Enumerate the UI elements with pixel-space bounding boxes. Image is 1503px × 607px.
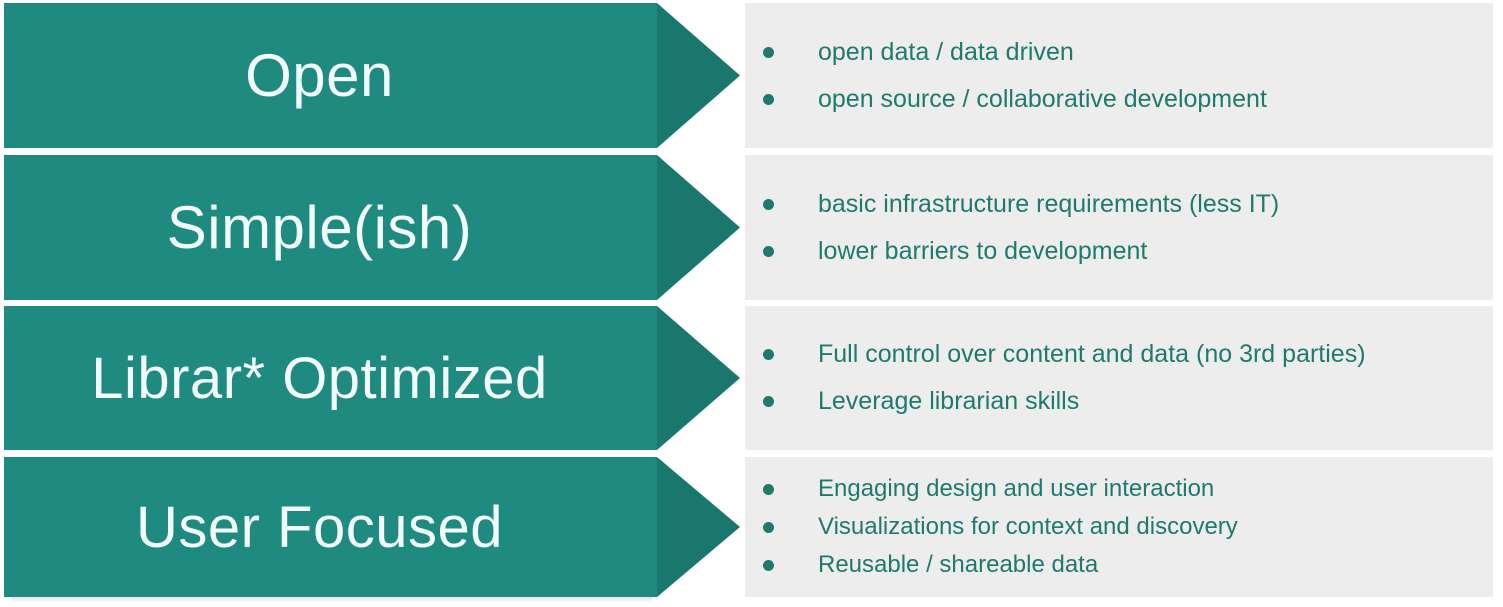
bullet-dot-icon (763, 93, 774, 105)
bullet-dot-icon (763, 521, 774, 533)
bullet-dot-icon (763, 396, 774, 407)
bullet-text: Reusable / shareable data (818, 551, 1099, 578)
chevron-body (4, 155, 657, 300)
chevron-open[interactable]: Open (4, 3, 740, 148)
detail-panel-simple: basic infrastructure requirements (less … (745, 155, 1493, 300)
chevron-arrowhead-icon (657, 155, 740, 300)
bullet-text: Full control over content and data (no 3… (818, 340, 1366, 368)
detail-panel-library-optimized: Full control over content and data (no 3… (745, 306, 1493, 450)
chevron-library-optimized[interactable]: Librar* Optimized (4, 306, 740, 450)
detail-panel-user-focused: Engaging design and user interaction Vis… (745, 457, 1493, 597)
principle-row-open: Open open data / data driven open source… (0, 3, 1503, 148)
bullet-text: open source / collaborative development (818, 84, 1267, 113)
bullet-dot-icon (763, 559, 774, 571)
bullet-text: Visualizations for context and discovery (818, 513, 1238, 540)
principle-row-library-optimized: Librar* Optimized Full control over cont… (0, 306, 1503, 450)
list-item: Engaging design and user interaction (763, 477, 1493, 501)
chevron-body (4, 457, 657, 597)
list-item: open source / collaborative development (763, 84, 1493, 113)
chevron-label-user-focused: User Focused (135, 494, 504, 560)
bullet-dot-icon (763, 349, 774, 360)
list-item: basic infrastructure requirements (less … (763, 189, 1493, 218)
bullet-dot-icon (763, 198, 774, 210)
chevron-label-open: Open (245, 42, 394, 109)
detail-panel-open: open data / data driven open source / co… (745, 3, 1493, 148)
list-item: Reusable / shareable data (763, 553, 1493, 577)
bullet-text: lower barriers to development (818, 236, 1148, 265)
list-item: Full control over content and data (no 3… (763, 342, 1493, 367)
chevron-label-simple: Simple(ish) (166, 194, 473, 261)
chevron-user-focused[interactable]: User Focused (4, 457, 740, 603)
chevron-label-library-optimized: Librar* Optimized (91, 345, 548, 411)
list-item: lower barriers to development (763, 236, 1493, 265)
bullet-text: open data / data driven (818, 37, 1074, 66)
bullet-list-library-optimized: Full control over content and data (no 3… (745, 306, 1493, 450)
bullet-text: basic infrastructure requirements (less … (818, 189, 1280, 218)
principle-row-user-focused: User Focused Engaging design and user in… (0, 457, 1503, 603)
list-item: open data / data driven (763, 37, 1493, 66)
bullet-text: Engaging design and user interaction (818, 475, 1215, 502)
bullet-dot-icon (763, 483, 774, 495)
list-item: Leverage librarian skills (763, 389, 1493, 414)
chevron-simple[interactable]: Simple(ish) (4, 155, 740, 300)
bullet-dot-icon (763, 245, 774, 257)
chevron-body (4, 3, 657, 148)
chevron-body (4, 306, 657, 450)
chevron-arrowhead-icon (657, 457, 740, 597)
chevron-arrowhead-icon (657, 306, 740, 450)
bullet-list-simple: basic infrastructure requirements (less … (745, 155, 1493, 300)
list-item: Visualizations for context and discovery (763, 515, 1493, 539)
bullet-text: Leverage librarian skills (818, 387, 1080, 415)
bullet-dot-icon (763, 46, 774, 58)
principle-row-simple: Simple(ish) basic infrastructure require… (0, 155, 1503, 300)
drop-shadow (12, 597, 652, 603)
bullet-list-user-focused: Engaging design and user interaction Vis… (745, 457, 1493, 597)
bullet-list-open: open data / data driven open source / co… (745, 3, 1493, 148)
chevron-arrowhead-icon (657, 3, 740, 148)
